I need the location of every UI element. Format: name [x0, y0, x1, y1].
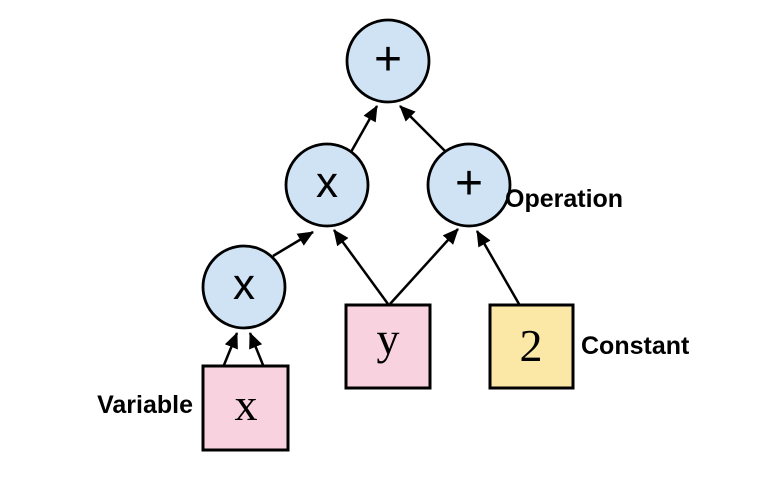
edge-variable-y-to-multiply-upper	[332, 229, 390, 305]
edge-add-right-to-root	[399, 105, 446, 152]
node-variable-x-square	[201, 364, 290, 452]
node-variable-y-square	[344, 303, 432, 390]
node-multiply-upper-label: x	[316, 158, 338, 207]
edge-multiply-upper-to-root	[349, 105, 379, 153]
node-variable-y-label: y	[377, 313, 400, 364]
node-add-right-label: +	[455, 157, 483, 210]
node-root-plus-label: +	[374, 33, 402, 86]
node-multiply-upper-circle	[284, 142, 370, 228]
variable-annotation: Variable	[97, 391, 193, 419]
edge-variable-x-to-multiply-lower-right	[248, 332, 265, 366]
constant-annotation: Constant	[581, 332, 690, 360]
node-variable-x-label: x	[235, 379, 258, 430]
node-constant-2-label: 2	[520, 320, 543, 371]
node-constant-2-square	[488, 303, 575, 390]
edge-constant-2-to-add-right	[475, 230, 521, 305]
edge-variable-x-to-multiply-lower-left	[222, 332, 239, 366]
node-multiply-lower-label: x	[233, 260, 255, 309]
edge-multiply-lower-to-multiply-upper	[272, 230, 314, 258]
node-multiply-lower-circle	[201, 244, 287, 330]
edge-variable-y-to-add-right	[389, 228, 459, 305]
node-add-right-circle	[426, 142, 512, 228]
operation-annotation: Operation	[505, 185, 623, 213]
node-root-plus-circle	[345, 18, 431, 104]
